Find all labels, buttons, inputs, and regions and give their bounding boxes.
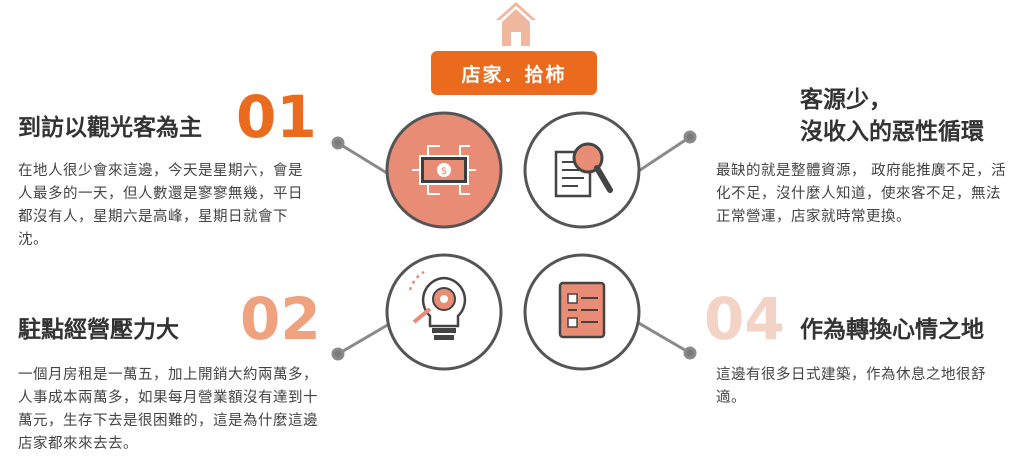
title-badge: 店家．拾柿 [431, 51, 597, 95]
number-02: 02 [240, 285, 321, 353]
heading-04: 作為轉換心情之地 [800, 317, 984, 343]
lightbulb-gear-icon [408, 270, 467, 340]
circle-checklist [523, 253, 641, 371]
circle-money: $ [385, 111, 503, 229]
circle-magnifier [523, 111, 641, 229]
checklist-icon [558, 281, 606, 339]
number-04: 04 [704, 285, 785, 353]
body-top-right: 最缺的就是整體資源， 政府能推廣不足，活化不足，沒什麼人知道，使來客不足，無法正… [716, 163, 1007, 225]
number-01: 01 [236, 83, 317, 151]
body-02: 一個月房租是一萬五，加上開銷大約兩萬多，人事成本兩萬多，如果每月營業額沒有達到十… [18, 367, 318, 452]
house-icon [496, 2, 536, 46]
body-01: 在地人很少會來這邊，今天是星期六，會是人最多的一天，但人數還是寥寥無幾，平日都沒… [18, 163, 303, 248]
svg-text:$: $ [441, 166, 447, 177]
body-04: 這邊有很多日式建築，作為休息之地很舒適。 [716, 367, 986, 406]
circle-lightbulb [385, 253, 503, 371]
heading-02b: 沒收入的惡性循環 [800, 119, 984, 145]
heading-02: 駐點經營壓力大 [18, 317, 179, 343]
heading-02a: 客源少， [800, 87, 892, 113]
magnifier-document-icon [554, 142, 613, 198]
money-chip-icon: $ [412, 145, 476, 195]
heading-01: 到訪以觀光客為主 [18, 115, 202, 141]
